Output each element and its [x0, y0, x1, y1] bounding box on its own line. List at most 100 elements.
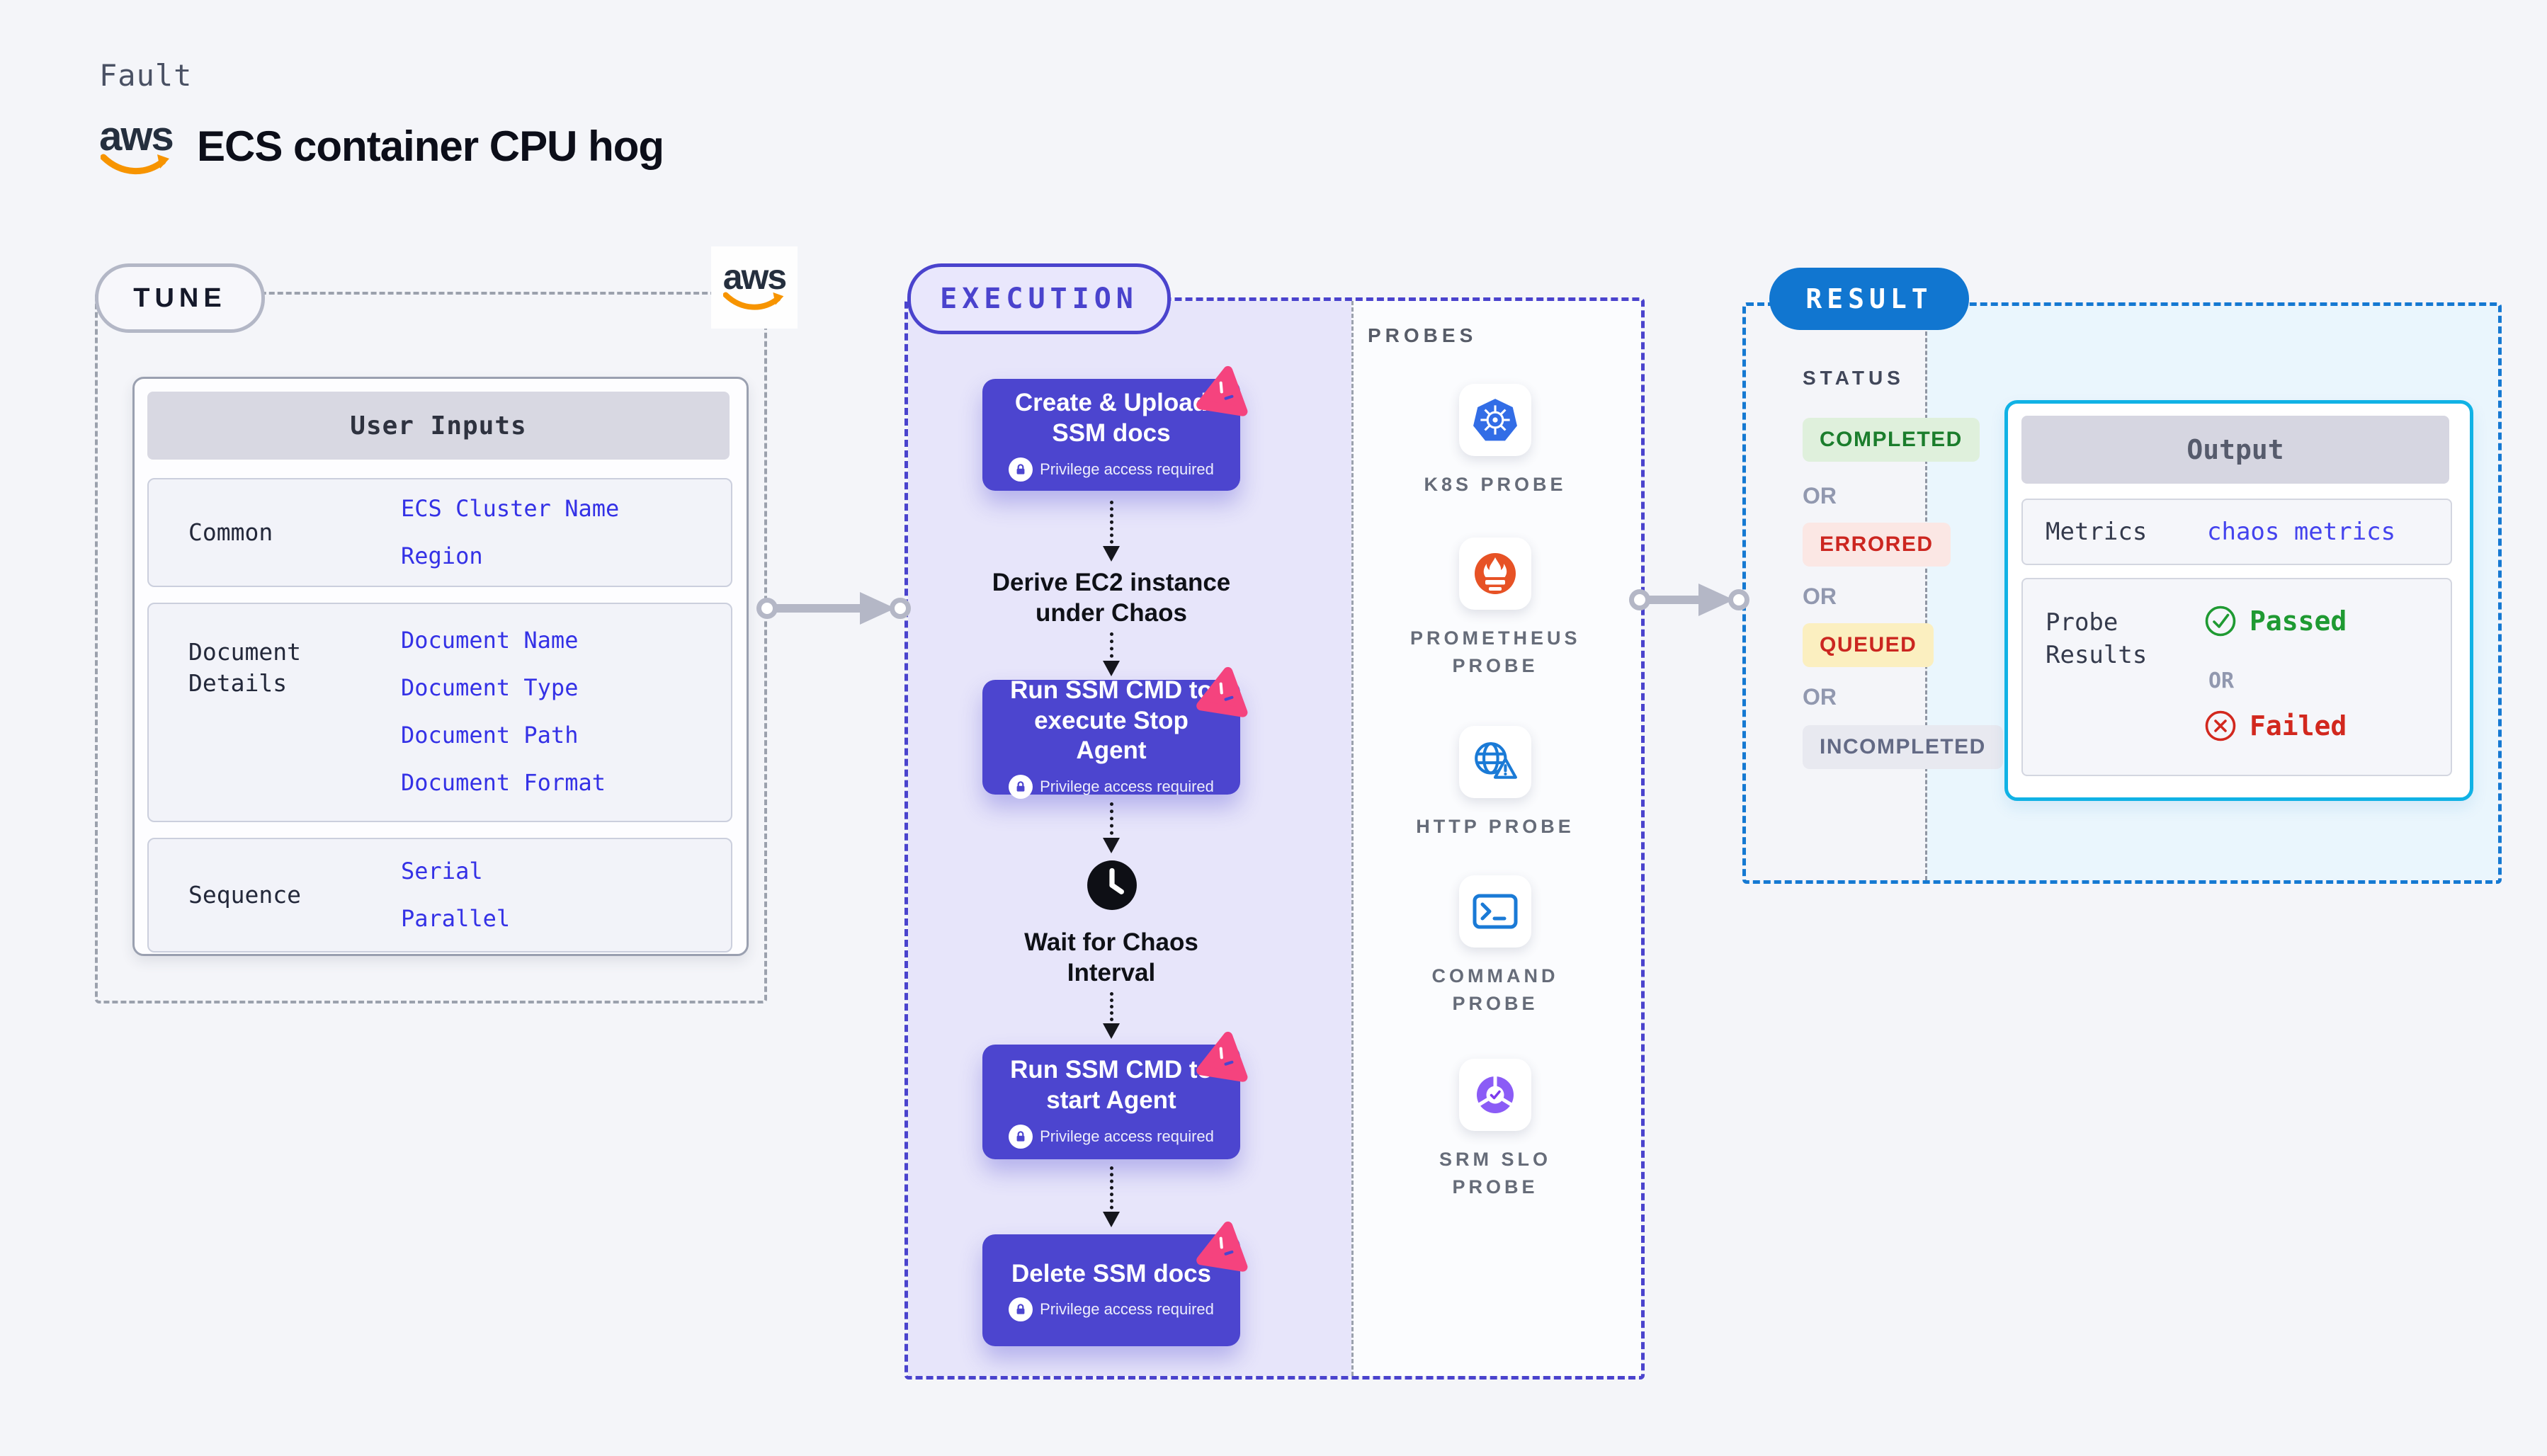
step-delete-ssm-docs: Delete SSM docs Privilege access require… [982, 1221, 1248, 1346]
tune-badge: TUNE [95, 263, 265, 333]
result-badge: RESULT [1769, 268, 1969, 330]
privilege-text: Privilege access required [1040, 460, 1214, 478]
lock-icon [1009, 1124, 1033, 1149]
row-value: Document Format [401, 769, 606, 796]
terminal-icon [1473, 894, 1518, 929]
row-label: Document Details [188, 638, 301, 697]
status-badge-errored: ERRORED [1803, 523, 1951, 567]
execution-to-result-arrow [1629, 584, 1749, 616]
row-value: Serial [401, 858, 483, 885]
or-separator: OR [1803, 584, 1837, 609]
lock-icon [1009, 1297, 1033, 1322]
execution-badge: EXECUTION [907, 263, 1171, 334]
probe-command [1459, 875, 1531, 948]
aws-corner-logo: aws [711, 246, 798, 329]
metrics-row: Metrics chaos metrics [2021, 499, 2452, 565]
privilege-text: Privilege access required [1040, 1300, 1214, 1319]
check-circle-icon [2205, 605, 2236, 637]
probe-http [1459, 726, 1531, 798]
aws-smile-icon [722, 292, 784, 310]
step-derive-ec2-instance: Derive EC2 instance under Chaos [992, 569, 1231, 627]
step-wait-for-chaos-interval: Wait for Chaos Interval [1024, 928, 1198, 987]
step-title: Run SSM CMD to execute Stop Agent [1010, 676, 1213, 765]
passed-result: Passed [2204, 605, 2347, 637]
x-circle-icon [2205, 710, 2236, 741]
step-run-ssm-stop-agent: Run SSM CMD to execute Stop Agent Privil… [982, 666, 1248, 800]
probe-prometheus [1459, 538, 1531, 610]
privilege-text: Privilege access required [1040, 1127, 1214, 1145]
probe-label: SRM SLO PROBE [1439, 1149, 1551, 1198]
row-value: Document Path [401, 722, 579, 749]
row-label: Sequence [188, 881, 301, 909]
http-globe-warning-icon [1475, 742, 1517, 779]
or-separator: OR [1803, 483, 1837, 508]
row-value: Region [401, 542, 483, 569]
probe-label: K8S PROBE [1424, 474, 1567, 495]
tune-to-execution-arrow [756, 592, 911, 625]
probe-results-label: Probe Results [2046, 608, 2148, 669]
chaos-hub-icon [1196, 365, 1248, 416]
probe-label: HTTP PROBE [1416, 816, 1575, 837]
step-title: Delete SSM docs [1011, 1259, 1212, 1287]
probe-label: PROMETHEUS PROBE [1410, 627, 1581, 677]
result-section: STATUS COMPLETED OR ERRORED OR QUEUED OR… [1742, 302, 2502, 884]
table-row: Document Details Document Name Document … [147, 603, 732, 822]
aws-smile-icon [101, 154, 169, 175]
privilege-note: Privilege access required [1009, 775, 1214, 800]
step-run-ssm-start-agent: Run SSM CMD to start Agent Privilege acc… [982, 1031, 1248, 1159]
row-label: Common [188, 518, 273, 546]
output-card: Output Metrics chaos metrics Probe Resul… [2004, 400, 2473, 801]
aws-logo-text: aws [99, 113, 174, 159]
result-divider [1925, 306, 1927, 880]
clock-icon [1087, 860, 1137, 910]
status-heading: STATUS [1803, 367, 1905, 389]
privilege-note: Privilege access required [1009, 1297, 1214, 1322]
slo-pie-check-icon [1477, 1076, 1514, 1113]
metrics-label: Metrics [2046, 518, 2148, 546]
tune-section [95, 292, 767, 1003]
probes-column-background [1354, 301, 1641, 1376]
user-inputs-card: User Inputs Common ECS Cluster Name Regi… [132, 377, 749, 956]
privilege-note: Privilege access required [1009, 1124, 1214, 1149]
page-title: ECS container CPU hog [197, 123, 664, 170]
execution-section: Create & Upload SSM docs Privilege acces… [904, 297, 1645, 1380]
probe-label: COMMAND PROBE [1431, 965, 1559, 1015]
user-inputs-header: User Inputs [147, 392, 730, 460]
fault-kind-label: Fault [99, 58, 193, 93]
status-badge-completed: COMPLETED [1803, 418, 1980, 462]
lock-icon [1009, 775, 1033, 800]
passed-label: Passed [2250, 605, 2347, 637]
row-value: ECS Cluster Name [401, 495, 620, 522]
probe-results-row: Probe Results Passed OR Failed [2021, 578, 2452, 776]
row-value: Document Type [401, 674, 579, 701]
table-row: Common ECS Cluster Name Region [147, 478, 732, 587]
step-title: Create & Upload SSM docs [1014, 389, 1208, 447]
failed-result: Failed [2204, 710, 2347, 742]
privilege-note: Privilege access required [1009, 457, 1214, 482]
aws-logo: aws [96, 113, 176, 178]
aws-logo-text: aws [722, 256, 788, 297]
privilege-text: Privilege access required [1040, 778, 1214, 796]
output-header: Output [2021, 416, 2449, 484]
metrics-value: chaos metrics [2207, 518, 2396, 546]
probes-column-label: PROBES [1368, 324, 1477, 346]
step-create-upload-ssm-docs: Create & Upload SSM docs Privilege acces… [982, 365, 1248, 491]
probe-srm-slo [1459, 1059, 1531, 1131]
failed-label: Failed [2250, 710, 2347, 741]
status-badge-incompleted: INCOMPLETED [1803, 725, 2003, 769]
chaos-hub-icon [1196, 1221, 1248, 1272]
lock-icon [1009, 457, 1033, 482]
table-row: Sequence Serial Parallel [147, 838, 732, 952]
chaos-hub-icon [1196, 1031, 1248, 1082]
or-separator: OR [2208, 669, 2235, 693]
or-separator: OR [1803, 684, 1837, 710]
step-title: Run SSM CMD to start Agent [1010, 1056, 1213, 1114]
prometheus-icon [1475, 553, 1516, 594]
probe-k8s [1459, 384, 1531, 456]
status-badge-queued: QUEUED [1803, 623, 1934, 667]
row-value: Document Name [401, 627, 579, 654]
kubernetes-icon [1473, 399, 1517, 441]
probes-divider [1351, 301, 1354, 1376]
row-value: Parallel [401, 905, 511, 932]
